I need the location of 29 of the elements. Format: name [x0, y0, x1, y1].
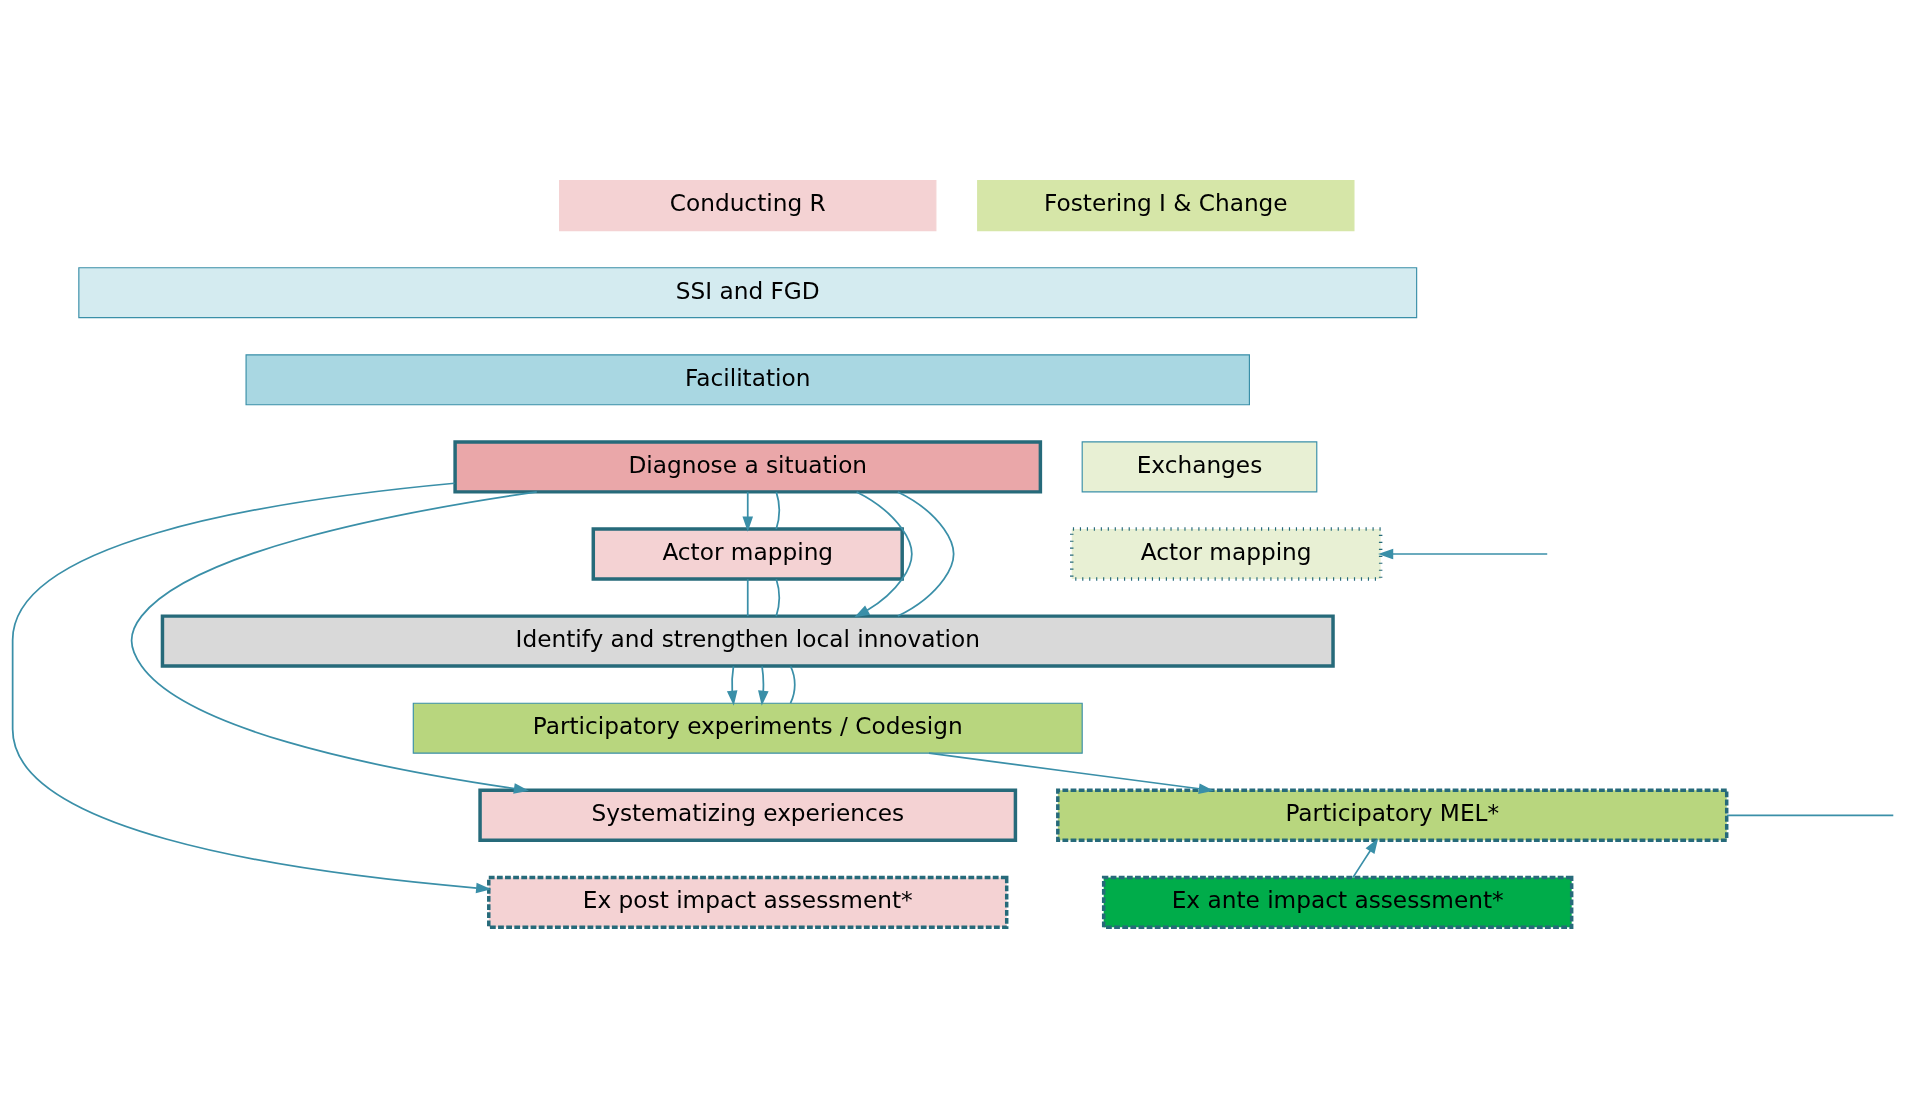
connector [897, 490, 955, 617]
connector [1726, 813, 1895, 816]
node-box: Ex ante impact assessment* [1101, 875, 1574, 929]
node-box: Actor mapping [591, 526, 904, 581]
connector [775, 490, 780, 530]
connector [789, 664, 796, 704]
node-box: Fostering I & Change [977, 179, 1355, 231]
arrow [130, 490, 538, 794]
arrow [758, 664, 769, 706]
connector [746, 577, 749, 617]
arrow [928, 751, 1214, 794]
node-box: Ex post impact assessment* [487, 875, 1009, 929]
node-box: Identify and strengthen local innovation [160, 613, 1335, 668]
arrow [11, 481, 492, 893]
node-box: Exchanges [1081, 440, 1318, 492]
node-box: SSI and FGD [78, 266, 1418, 318]
arrow [854, 490, 913, 617]
node-box: Actor mapping [1070, 526, 1383, 581]
arrow [726, 664, 738, 706]
arrow [742, 490, 754, 532]
node-box: Facilitation [245, 353, 1250, 405]
node-box: Systematizing experiences [478, 788, 1018, 842]
node-box: Diagnose a situation [453, 439, 1043, 494]
node-box: Participatory experiments / Codesign [412, 702, 1083, 754]
node-box: Participatory MEL* [1056, 788, 1729, 842]
arrow [1378, 548, 1549, 559]
node-box: Conducting R [559, 179, 937, 231]
connector [775, 577, 780, 617]
arrow [1352, 837, 1379, 878]
